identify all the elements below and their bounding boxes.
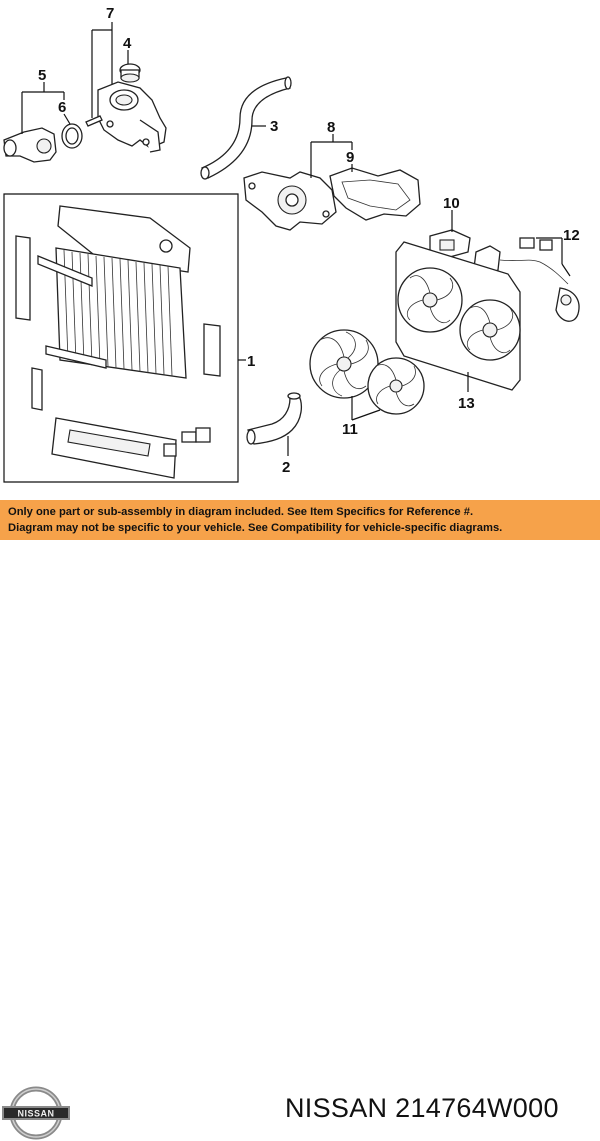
callout-1: 1 — [247, 353, 255, 370]
callout-12: 12 — [563, 227, 580, 244]
nissan-logo-icon: NISSAN — [2, 1086, 70, 1140]
exploded-parts-diagram: 7 4 5 6 3 8 9 10 12 1 13 11 2 — [3, 5, 580, 483]
part-2-lower-hose — [246, 392, 303, 445]
part-5-water-outlet — [3, 127, 57, 163]
part-number-label: NISSAN 214764W000 — [285, 1093, 559, 1123]
leader-lines — [21, 22, 571, 456]
part-8-water-pump — [243, 171, 337, 231]
part-1-radiator-assembly — [3, 193, 239, 483]
callout-5: 5 — [38, 67, 46, 84]
part-11-fans — [309, 329, 425, 415]
disclaimer-line-1: Only one part or sub-assembly in diagram… — [8, 506, 474, 518]
callout-9: 9 — [346, 149, 354, 166]
callout-7: 7 — [106, 5, 114, 22]
part-6-gasket — [61, 123, 83, 149]
disclaimer-banner: Only one part or sub-assembly in diagram… — [0, 500, 600, 540]
callout-3: 3 — [270, 118, 278, 135]
disclaimer-line-2: Diagram may not be specific to your vehi… — [8, 522, 503, 534]
callout-10: 10 — [443, 195, 460, 212]
part-9-pump-gasket — [329, 167, 421, 221]
part-13-fan-shroud — [395, 241, 521, 391]
callout-6: 6 — [58, 99, 66, 116]
callout-11: 11 — [342, 421, 358, 438]
part-water-inlet-housing — [97, 81, 167, 153]
part-3-upper-hose — [200, 76, 292, 180]
footer: NISSAN NISSAN 214764W000 — [0, 540, 600, 1140]
callout-4: 4 — [123, 35, 132, 52]
part-7-bolt — [85, 115, 103, 127]
callout-8: 8 — [327, 119, 335, 136]
callout-13: 13 — [458, 395, 475, 412]
callout-2: 2 — [282, 459, 290, 476]
logo-wordmark: NISSAN — [17, 1109, 54, 1119]
part-4-cap — [119, 63, 141, 83]
